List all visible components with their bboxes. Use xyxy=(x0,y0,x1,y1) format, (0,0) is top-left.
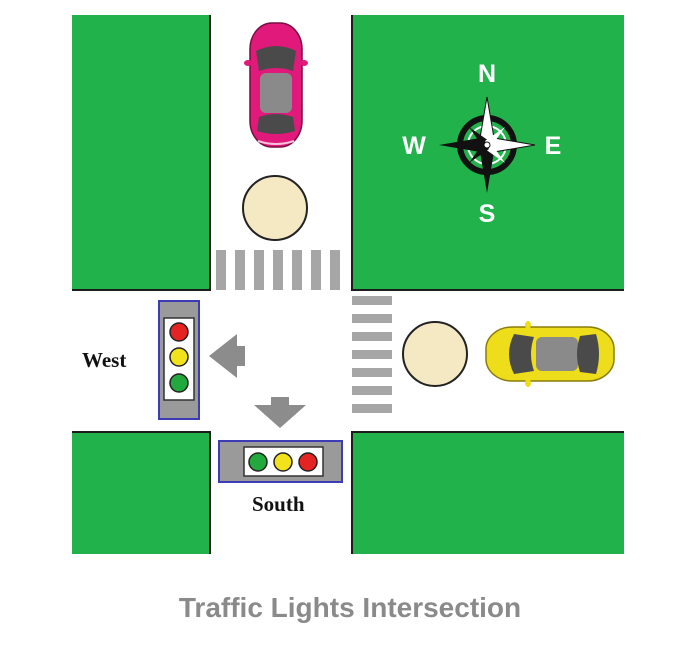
arrow-south-icon xyxy=(254,397,306,428)
sensor-north xyxy=(242,175,308,241)
south-label: South xyxy=(252,492,305,516)
grass-block-sw xyxy=(72,432,210,554)
compass-rose xyxy=(439,96,536,193)
grass-block-nw xyxy=(72,15,210,290)
south-lamp-red xyxy=(298,452,318,472)
car-magenta xyxy=(244,22,308,148)
road-curbs xyxy=(72,15,624,554)
traffic-light-south xyxy=(218,440,343,483)
south-lamp-green xyxy=(248,452,268,472)
crosswalk-east xyxy=(352,296,392,413)
west-label: West xyxy=(82,348,127,372)
west-lamp-yellow xyxy=(169,347,189,367)
arrow-west-icon xyxy=(209,334,245,378)
sensor-east xyxy=(402,321,468,387)
compass-east-label: E xyxy=(544,132,562,160)
west-lamp-red xyxy=(169,322,189,342)
car-yellow xyxy=(485,321,615,387)
traffic-light-west xyxy=(158,300,200,420)
diagram-caption: Traffic Lights Intersection xyxy=(178,592,522,623)
west-lamp-green xyxy=(169,373,189,393)
grass-block-se xyxy=(352,432,624,554)
compass-west-label: W xyxy=(402,132,426,160)
compass-south-label: S xyxy=(478,200,496,228)
south-lamp-yellow xyxy=(273,452,293,472)
crosswalk-north xyxy=(216,250,340,290)
compass-north-label: N xyxy=(477,60,497,88)
